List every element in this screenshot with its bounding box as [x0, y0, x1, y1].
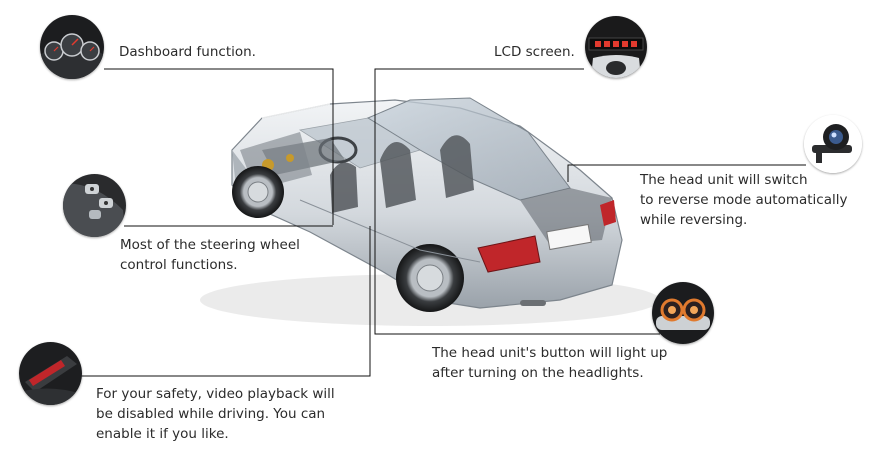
steering-wheel-buttons-icon: [63, 174, 126, 237]
label-line: Most of the steering wheel: [120, 237, 300, 253]
lcd-screen-icon: [585, 16, 647, 78]
safety-label: For your safety, video playback will be …: [96, 384, 335, 444]
label-line: LCD screen.: [494, 44, 575, 60]
label-line: enable it if you like.: [96, 426, 229, 442]
label-line: while reversing.: [640, 212, 748, 228]
label-line: The head unit will switch: [640, 172, 808, 188]
lcd-label: LCD screen.: [494, 42, 575, 62]
dashboard-label: Dashboard function.: [119, 42, 256, 62]
headlights-label: The head unit's button will light up aft…: [432, 343, 667, 383]
headlight-icon: [652, 282, 714, 344]
handbrake-icon: [19, 342, 82, 405]
reverse-camera-thumbnail: [804, 115, 862, 173]
label-line: be disabled while driving. You can: [96, 406, 326, 422]
steering-label: Most of the steering wheel control funct…: [120, 235, 300, 275]
safety-thumbnail: [19, 342, 82, 405]
reverse-camera-icon: [804, 115, 862, 173]
label-line: control functions.: [120, 257, 238, 273]
dashboard-thumbnail: [40, 15, 104, 79]
label-line: For your safety, video playback will: [96, 386, 335, 402]
lcd-thumbnail: [585, 16, 647, 78]
steering-thumbnail: [63, 174, 126, 237]
label-line: Dashboard function.: [119, 44, 256, 60]
label-line: The head unit's button will light up: [432, 345, 668, 361]
label-line: to reverse mode automatically: [640, 192, 848, 208]
label-line: after turning on the headlights.: [432, 365, 644, 381]
headlights-thumbnail: [652, 282, 714, 344]
dashboard-gauges-icon: [40, 15, 104, 79]
reverse-label: The head unit will switch to reverse mod…: [640, 170, 848, 230]
